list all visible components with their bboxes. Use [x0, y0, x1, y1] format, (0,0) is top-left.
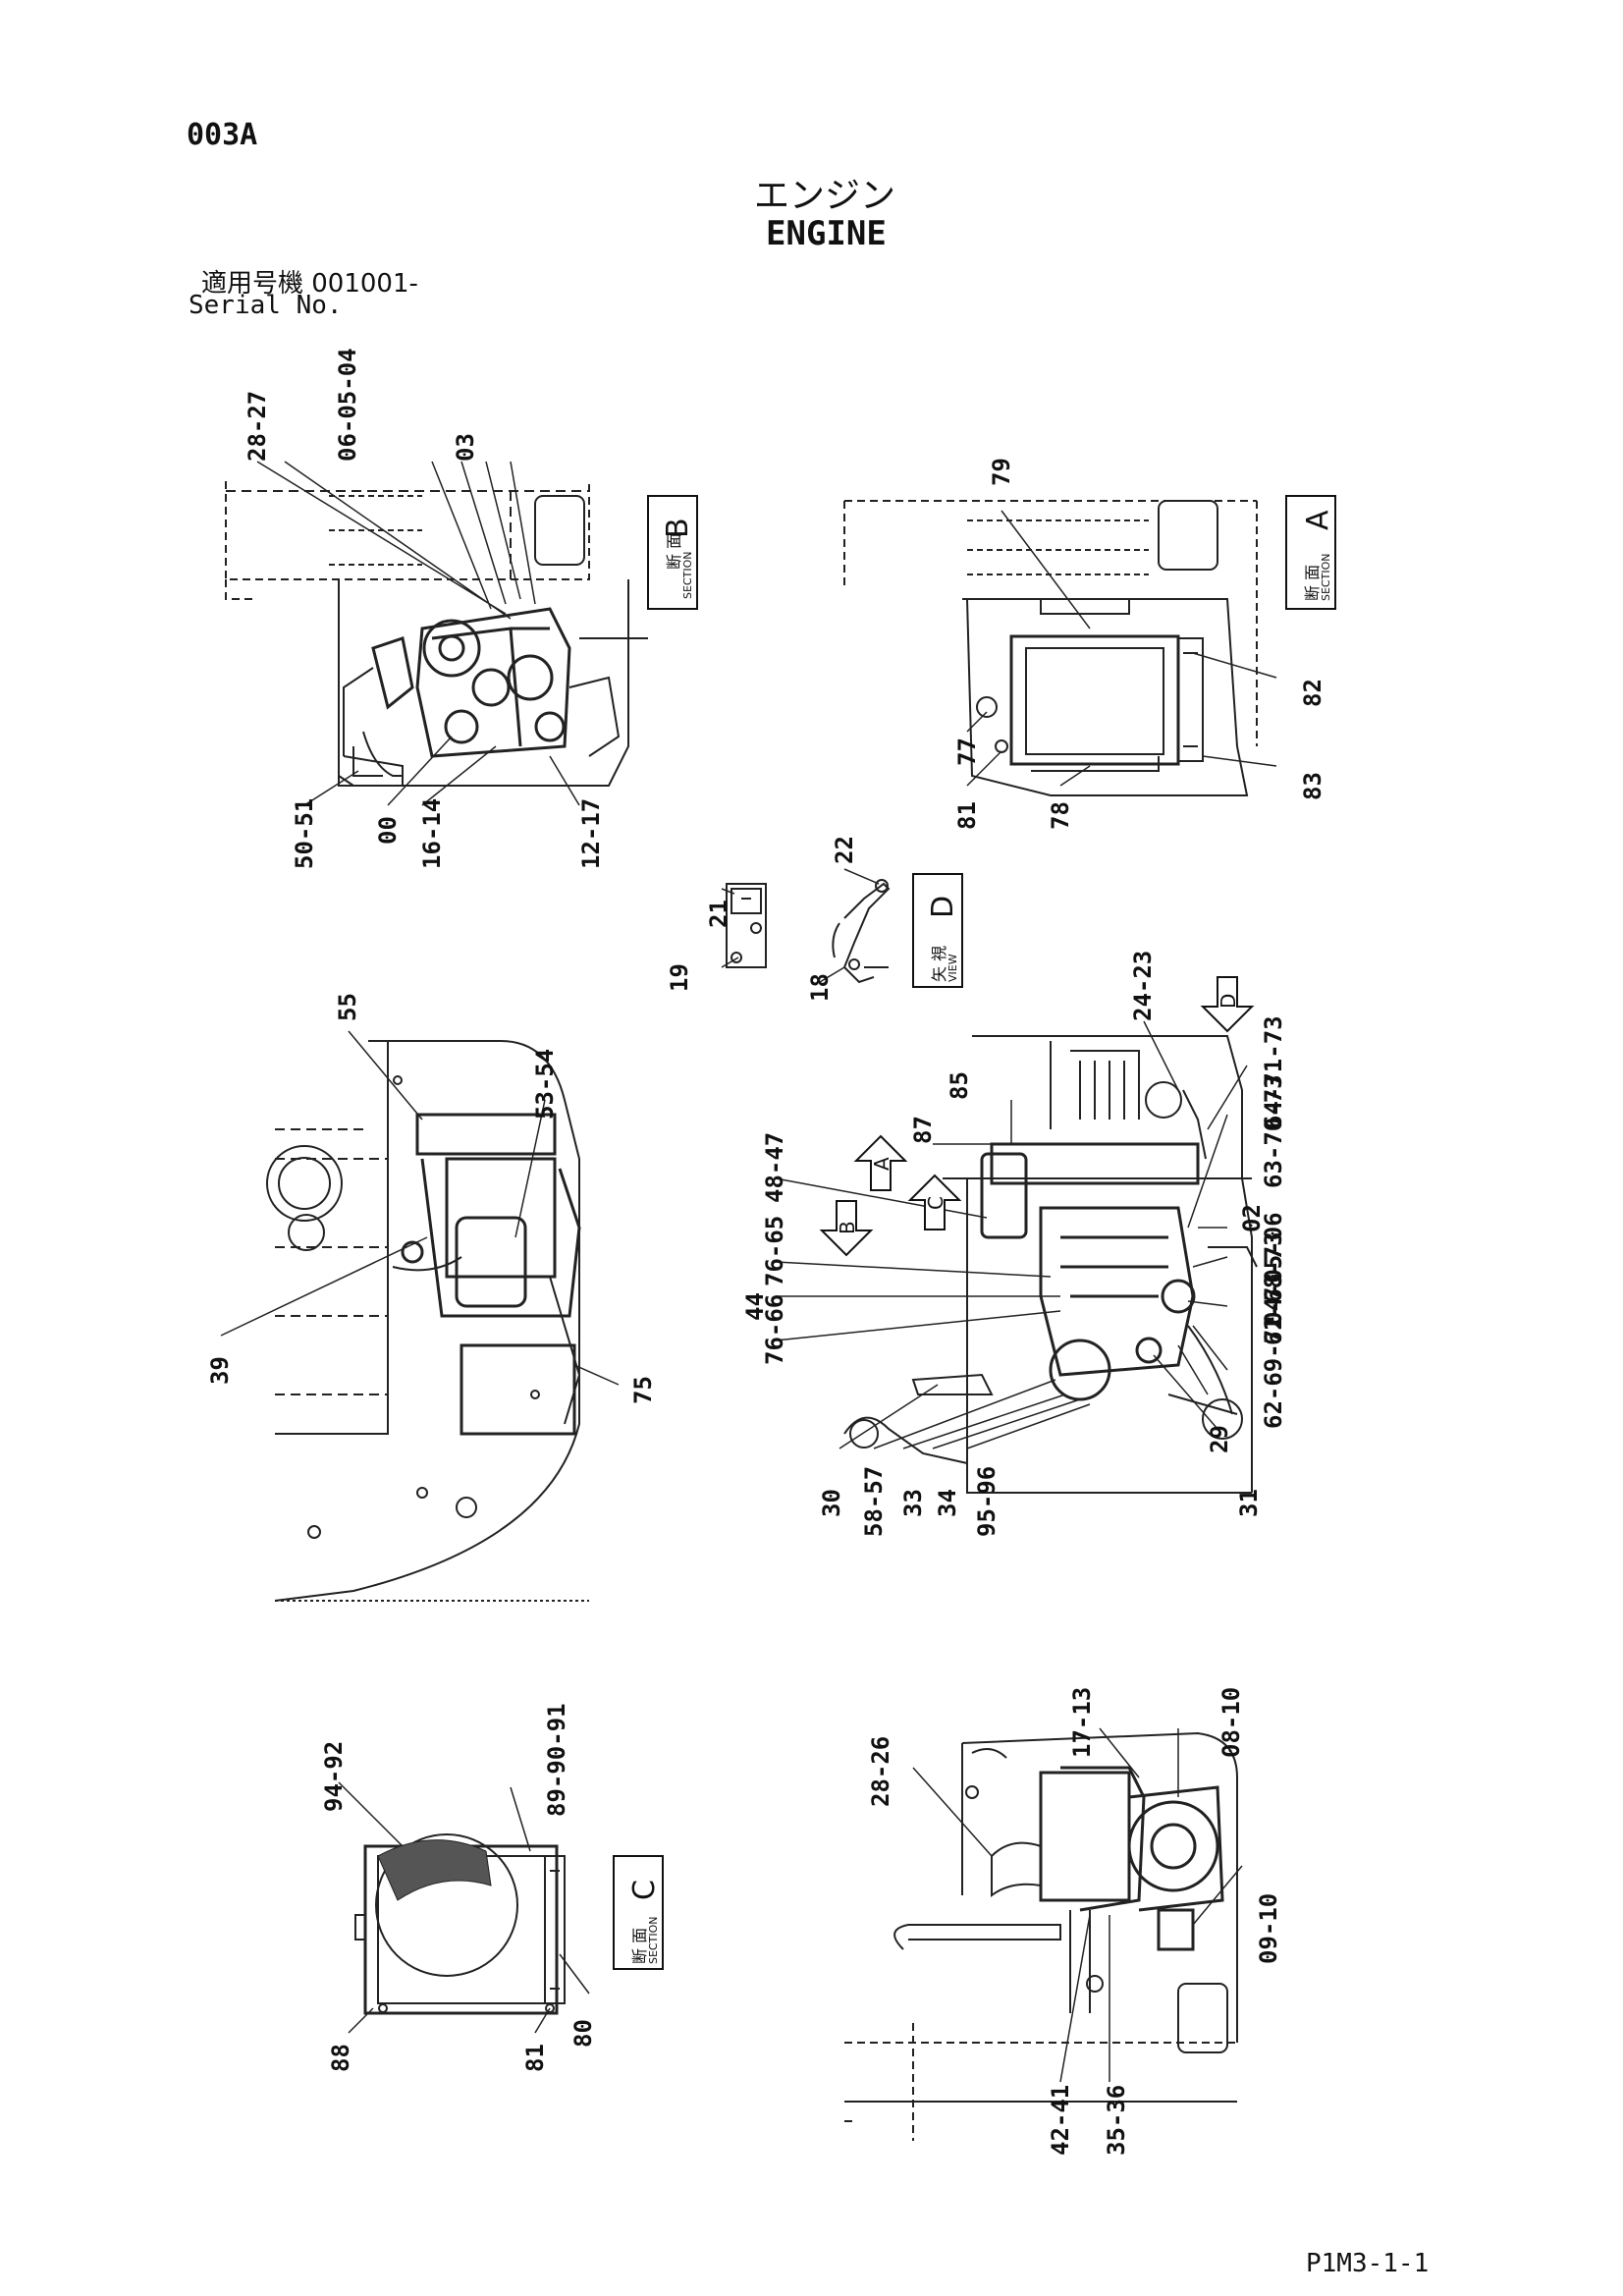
callout-83: 83 — [1299, 772, 1326, 800]
section-b-box-letter: B — [661, 518, 695, 538]
callout-33: 33 — [899, 1489, 927, 1517]
callout-75: 75 — [629, 1376, 657, 1404]
callout-81-c: 81 — [521, 2044, 549, 2072]
callout-34: 34 — [934, 1489, 961, 1517]
view-d-box: 矢 視 VIEW D — [912, 873, 963, 988]
callout-76-65: 76-65 — [761, 1216, 788, 1286]
svg-text:A: A — [870, 1157, 893, 1171]
view-arrow-d: D — [1200, 976, 1255, 1033]
section-c-box-en: SECTION — [647, 1917, 660, 1964]
callout-09-10: 09-10 — [1255, 1893, 1282, 1964]
view-d-drawing — [726, 879, 891, 984]
callout-08-10: 08-10 — [1217, 1687, 1245, 1758]
callout-31: 31 — [1235, 1489, 1263, 1517]
side-view-drawing — [844, 1731, 1238, 2141]
callout-35-36: 35-36 — [1103, 2085, 1130, 2156]
callout-00: 00 — [374, 816, 402, 845]
section-b-box-en: SECTION — [681, 552, 694, 599]
section-b-drawing — [225, 481, 648, 787]
callout-17-13: 17-13 — [1068, 1687, 1096, 1758]
callout-63-70-73: 63-70-73 — [1260, 1074, 1287, 1188]
section-a-box-en: SECTION — [1320, 554, 1332, 601]
view-d-box-en: VIEW — [947, 954, 959, 982]
svg-text:C: C — [924, 1196, 947, 1210]
callout-28-27: 28-27 — [243, 391, 271, 462]
section-b-box-jp: 断 面 — [665, 533, 683, 570]
callout-76-66: 76-66 — [761, 1294, 788, 1365]
leader-lines — [220, 461, 1277, 2083]
callout-85: 85 — [946, 1071, 973, 1100]
section-c-drawing — [354, 1833, 566, 2015]
callout-39: 39 — [206, 1356, 234, 1385]
callout-81-a: 81 — [953, 801, 981, 830]
section-a-box-letter: A — [1301, 510, 1335, 530]
callout-55: 55 — [334, 993, 361, 1021]
callout-02: 02 — [1238, 1204, 1266, 1232]
title-english: ENGINE — [766, 214, 887, 253]
top-view-drawing — [266, 1040, 589, 1602]
callout-21: 21 — [705, 900, 732, 928]
callout-48-47: 48-47 — [761, 1132, 788, 1203]
callout-58-57: 58-57 — [860, 1466, 888, 1537]
view-arrow-a: A — [853, 1134, 908, 1191]
callout-89-90-91: 89-90-91 — [543, 1703, 570, 1817]
view-d-box-letter: D — [926, 896, 960, 918]
callout-80: 80 — [569, 2019, 597, 2048]
view-arrow-c: C — [907, 1174, 962, 1230]
callout-04-05-06-main: 04-05-06 — [1260, 1212, 1287, 1326]
callout-12-17: 12-17 — [577, 798, 605, 869]
callout-62-69-72-73: 62-69-72-73 — [1260, 1273, 1287, 1429]
callout-53-54: 53-54 — [531, 1049, 559, 1120]
callout-24-23: 24-23 — [1129, 951, 1157, 1021]
callout-79: 79 — [988, 458, 1015, 486]
section-a-box-jp: 断 面 — [1303, 565, 1322, 601]
serial-label-japanese: 適用号機 001001- — [201, 269, 418, 299]
callout-03: 03 — [452, 433, 479, 462]
callout-06-05-04: 06-05-04 — [334, 348, 361, 462]
callout-95-96: 95-96 — [973, 1466, 1001, 1537]
section-b-box: 断 面 SECTION B — [647, 495, 698, 610]
callout-22: 22 — [831, 836, 858, 864]
callout-16-14: 16-14 — [418, 798, 446, 869]
callout-30: 30 — [818, 1489, 845, 1517]
callout-78: 78 — [1047, 801, 1074, 830]
section-c-box-letter: C — [627, 1880, 662, 1900]
document-code: 003A — [187, 118, 258, 152]
svg-text:D: D — [1217, 994, 1240, 1009]
view-arrow-b: B — [819, 1200, 874, 1257]
callout-19: 19 — [666, 963, 693, 992]
section-c-box: 断 面 SECTION C — [613, 1855, 664, 1970]
section-a-box: 断 面 SECTION A — [1285, 495, 1336, 610]
callout-28-26: 28-26 — [867, 1736, 894, 1807]
title-japanese: エンジン — [754, 176, 896, 216]
callout-18: 18 — [806, 973, 834, 1002]
callout-42-41: 42-41 — [1047, 2085, 1074, 2156]
callout-77: 77 — [953, 738, 981, 766]
svg-text:B: B — [836, 1221, 859, 1234]
callout-64-71-73: 64-71-73 — [1260, 1015, 1287, 1129]
callout-44: 44 — [741, 1292, 769, 1321]
section-c-box-jp: 断 面 — [630, 1928, 649, 1964]
callout-29: 29 — [1206, 1425, 1233, 1453]
page-code: P1M3-1-1 — [1306, 2249, 1430, 2278]
main-view-drawing — [843, 1035, 1258, 1494]
callout-88: 88 — [327, 2044, 354, 2072]
callout-61-68-73: 61-68-73 — [1260, 1231, 1287, 1345]
callout-82: 82 — [1299, 679, 1326, 707]
callout-50-51: 50-51 — [291, 798, 318, 869]
callout-87: 87 — [909, 1116, 937, 1144]
callout-94-92: 94-92 — [320, 1741, 348, 1812]
section-a-drawing — [843, 500, 1258, 796]
serial-label-english: Serial No. — [189, 291, 343, 320]
view-d-box-jp: 矢 視 — [930, 946, 948, 982]
